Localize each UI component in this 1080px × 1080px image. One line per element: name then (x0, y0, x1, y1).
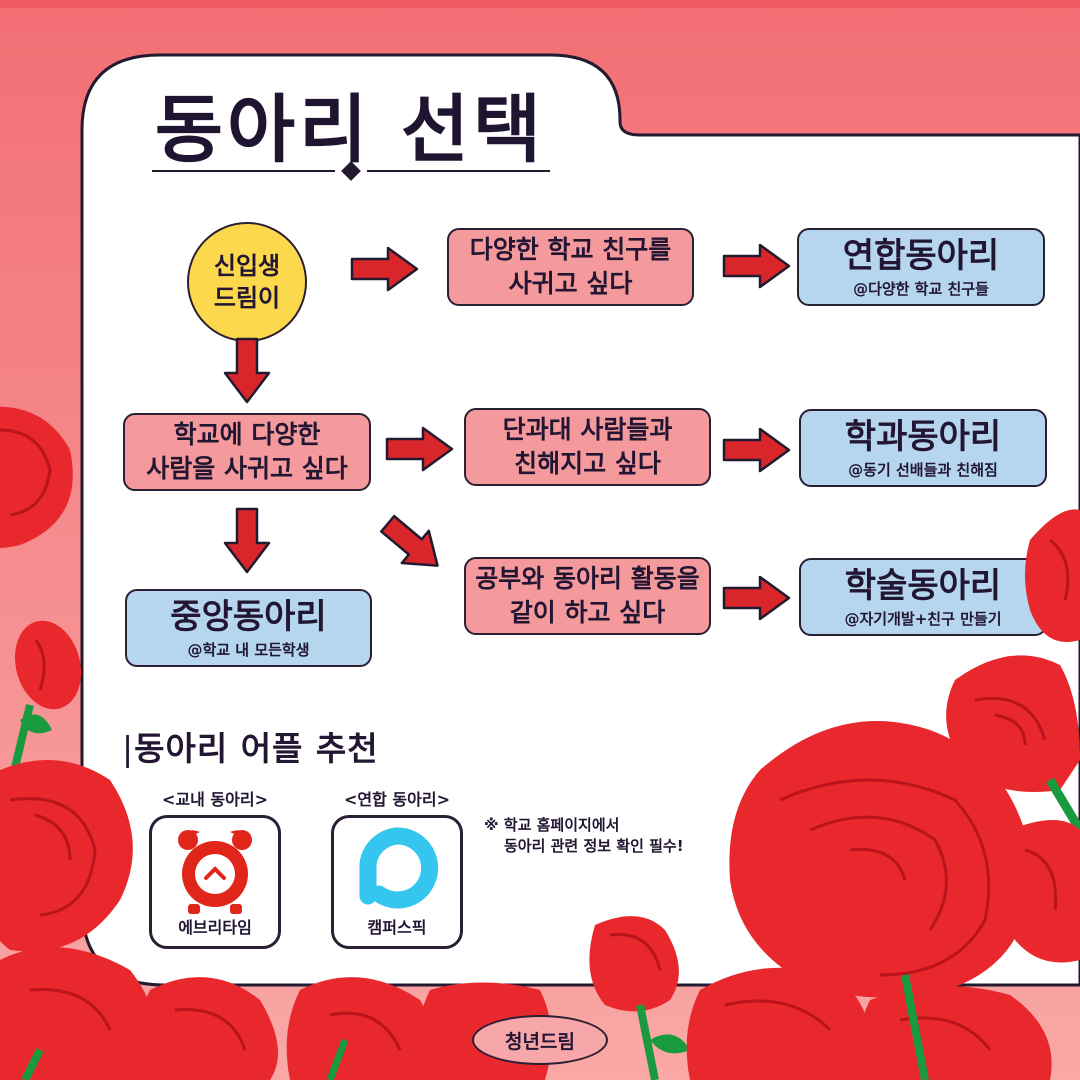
study-motive-line2: 같이 하고 싶다 (509, 598, 666, 627)
central-club-desc: @학교 내 모든학생 (187, 640, 310, 659)
college-motive-line2: 친해지고 싶다 (514, 449, 661, 478)
union-club-name: 연합동아리 (842, 235, 1000, 276)
info-note-line2: 동아리 관련 정보 확인 필수! (504, 837, 684, 855)
arrow-diagonal-icon (380, 514, 439, 567)
campuspick-app-name: 캠퍼스픽 (367, 918, 427, 937)
people-motive-line2: 사람을 사귀고 싶다 (146, 454, 348, 483)
college-motive-box: 단과대 사람들과 친해지고 싶다 (464, 408, 711, 486)
start-node: 신입생 드림이 (187, 222, 307, 342)
arrow-right-icon (350, 246, 419, 292)
arrow-right-icon (385, 426, 454, 472)
central-club-name: 중앙동아리 (170, 596, 327, 637)
friends-motive-line1: 다양한 학교 친구를 (469, 235, 672, 264)
arrow-right-icon (722, 427, 791, 473)
study-motive-box: 공부와 동아리 활동을 같이 하고 싶다 (464, 557, 711, 635)
everytime-app-card[interactable]: 에브리타임 (149, 815, 281, 949)
union-club-desc: @다양한 학교 친구들 (853, 279, 989, 298)
arrow-down-icon (223, 337, 271, 404)
people-motive-box: 학교에 다양한 사람을 사귀고 싶다 (123, 413, 371, 491)
friends-motive-box: 다양한 학교 친구를 사귀고 싶다 (447, 228, 694, 306)
academic-club-name: 학술동아리 (844, 565, 1002, 606)
college-motive-line1: 단과대 사람들과 (502, 415, 673, 444)
campuspick-app-card[interactable]: 캠퍼스픽 (331, 815, 463, 949)
dept-club-name: 학과동아리 (844, 416, 1002, 457)
app-category-label: <교내 동아리> (162, 790, 268, 809)
start-node-line1: 신입생 (213, 252, 281, 280)
info-note-line1: ※ 학교 홈페이지에서 (484, 816, 620, 834)
arrow-right-icon (722, 243, 791, 289)
start-node-line2: 드림이 (213, 284, 281, 312)
dept-club-box: 학과동아리 @동기 선배들과 친해짐 (799, 409, 1047, 487)
study-motive-line1: 공부와 동아리 활동을 (475, 564, 700, 593)
union-club-box: 연합동아리 @다양한 학교 친구들 (797, 228, 1045, 306)
arrow-right-icon (722, 575, 791, 621)
dept-club-desc: @동기 선배들과 친해짐 (848, 460, 998, 479)
apps-section-heading: |동아리 어플 추천 (122, 729, 379, 768)
academic-club-box: 학술동아리 @자기개발+친구 만들기 (799, 558, 1047, 636)
page-title: 동아리 선택 (154, 87, 546, 173)
academic-club-desc: @자기개발+친구 만들기 (844, 609, 1002, 628)
people-motive-line1: 학교에 다양한 (173, 420, 321, 449)
apps-section-heading-text: 동아리 어플 추천 (134, 729, 379, 768)
friends-motive-line2: 사귀고 싶다 (508, 269, 633, 298)
arrow-down-icon (223, 507, 271, 574)
alarm-clock-icon (178, 830, 252, 914)
campuspick-icon (359, 827, 439, 909)
app-category-label: <연합 동아리> (344, 790, 450, 809)
info-note: ※ 학교 홈페이지에서 동아리 관련 정보 확인 필수! (484, 815, 684, 857)
everytime-app-name: 에브리타임 (178, 918, 252, 937)
central-club-box: 중앙동아리 @학교 내 모든학생 (125, 589, 372, 667)
credit-badge: 청년드림 (472, 1015, 608, 1065)
